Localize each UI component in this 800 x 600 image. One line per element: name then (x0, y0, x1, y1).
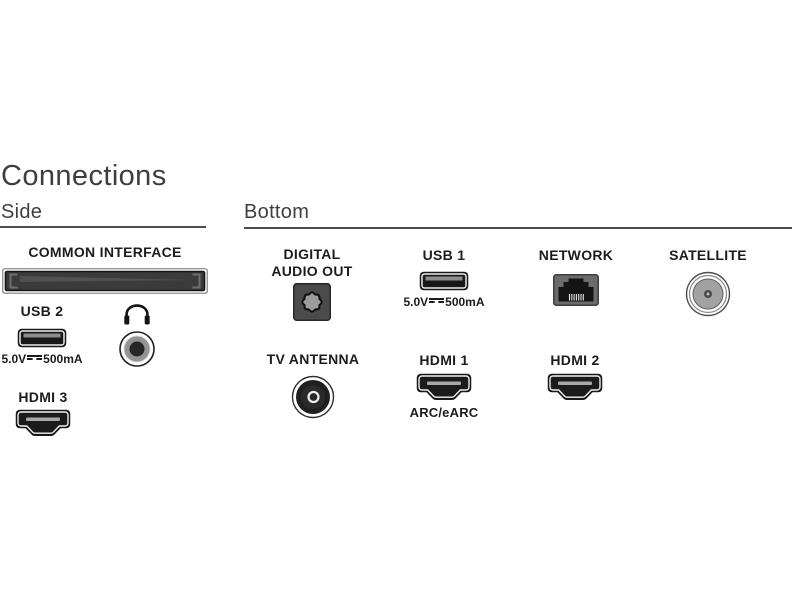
common-interface-port: COMMON INTERFACE (0, 244, 210, 294)
side-section-rule (0, 226, 206, 228)
usb1-port: USB 1 5.0V 500mA (402, 247, 486, 309)
satellite-f-connector-icon (685, 271, 731, 317)
digital-audio-out-port: DIGITAL AUDIO OUT (268, 246, 356, 321)
usb1-power-voltage: 5.0V (403, 295, 429, 309)
hdmi3-port: HDMI 3 (13, 389, 73, 439)
usb2-power-current: 500mA (43, 352, 83, 366)
digital-audio-out-label-line2: AUDIO OUT (271, 263, 353, 279)
common-interface-slot-icon (2, 268, 208, 294)
usb-port-icon (419, 271, 469, 291)
section-header-bottom: Bottom (244, 201, 310, 223)
headphone-jack-port-icon (119, 331, 155, 367)
bottom-section-rule (244, 227, 792, 229)
headphones-icon (124, 304, 150, 325)
usb-port-icon (17, 328, 67, 348)
usb1-power-current: 500mA (445, 295, 485, 309)
usb2-label: USB 2 (20, 303, 64, 319)
hdmi2-port: HDMI 2 (546, 352, 604, 403)
page-title: Connections (1, 160, 167, 192)
hdmi2-label: HDMI 2 (550, 352, 600, 368)
section-header-side: Side (1, 201, 43, 223)
hdmi-port-icon (547, 373, 603, 400)
usb2-port: USB 2 5.0V 500mA (1, 303, 82, 366)
digital-audio-out-label-line1: DIGITAL (283, 246, 341, 262)
ethernet-port-icon (553, 274, 599, 306)
common-interface-label: COMMON INTERFACE (28, 244, 182, 260)
hdmi1-port: HDMI 1 ARC/eARC (410, 352, 479, 420)
usb2-power-voltage: 5.0V (1, 352, 27, 366)
network-port: NETWORK (539, 247, 613, 306)
satellite-port: SATELLITE (669, 247, 747, 317)
usb2-power-rating: 5.0V 500mA (1, 352, 82, 366)
hdmi3-label: HDMI 3 (18, 389, 68, 405)
headphone-port (117, 303, 157, 368)
hdmi-port-icon (15, 409, 71, 436)
tv-antenna-port: TV ANTENNA (265, 351, 361, 419)
usb1-power-rating: 5.0V 500mA (403, 295, 484, 309)
dc-power-symbol-icon (27, 355, 43, 365)
hdmi-port-icon (416, 373, 472, 400)
optical-audio-port-icon (293, 283, 331, 321)
dc-power-symbol-icon (429, 298, 445, 308)
satellite-label: SATELLITE (669, 247, 747, 263)
tv-antenna-label: TV ANTENNA (266, 351, 360, 367)
usb1-label: USB 1 (422, 247, 466, 263)
tv-antenna-coax-icon (291, 375, 335, 419)
network-label: NETWORK (538, 247, 614, 263)
hdmi1-arc-label: ARC/eARC (409, 405, 479, 420)
hdmi1-label: HDMI 1 (419, 352, 469, 368)
